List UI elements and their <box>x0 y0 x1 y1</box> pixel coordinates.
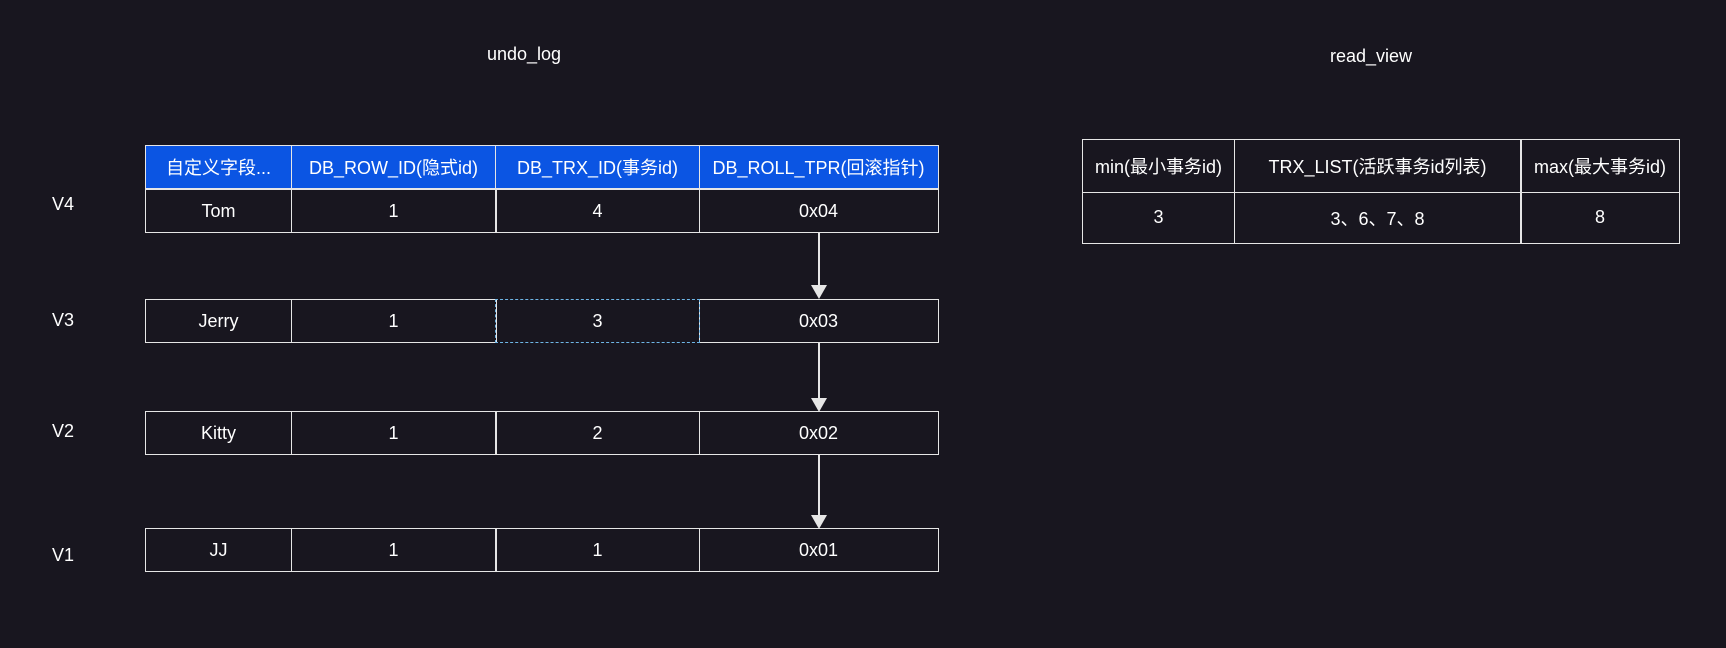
cell-db-roll-tpr[interactable]: 0x03 <box>698 299 939 343</box>
cell-db-trx-id[interactable]: 1 <box>495 528 700 572</box>
cell-db-row-id[interactable]: 1 <box>290 528 497 572</box>
undo-log-header-row[interactable]: 自定义字段... DB_ROW_ID(隐式id) DB_TRX_ID(事务id)… <box>145 145 940 189</box>
undo-log-row-v4[interactable]: Tom 1 4 0x04 <box>145 189 940 233</box>
arrowhead-icon <box>811 285 827 299</box>
cell-db-roll-tpr[interactable]: 0x04 <box>698 189 939 233</box>
read-view-header-min[interactable]: min(最小事务id) <box>1082 139 1235 193</box>
arrowhead-icon <box>811 515 827 529</box>
arrowhead-icon <box>811 398 827 412</box>
read-view-value-min[interactable]: 3 <box>1082 191 1235 244</box>
cell-db-roll-tpr[interactable]: 0x02 <box>698 411 939 455</box>
cell-db-trx-id[interactable]: 4 <box>495 189 700 233</box>
version-label-v2: V2 <box>52 421 75 441</box>
roll-pointer-arrow-v2-v1[interactable] <box>818 455 820 515</box>
version-label-v1: V1 <box>52 545 75 565</box>
header-db-roll-tpr[interactable]: DB_ROLL_TPR(回滚指针) <box>698 145 939 189</box>
version-label-v3: V3 <box>52 310 75 330</box>
read-view-table[interactable]: min(最小事务id) TRX_LIST(活跃事务id列表) max(最大事务i… <box>1082 139 1680 244</box>
cell-custom-field[interactable]: Jerry <box>145 299 292 343</box>
undo-log-title: undo_log <box>486 44 562 64</box>
cell-custom-field[interactable]: Kitty <box>145 411 292 455</box>
header-db-trx-id[interactable]: DB_TRX_ID(事务id) <box>495 145 700 189</box>
read-view-header-trx-list[interactable]: TRX_LIST(活跃事务id列表) <box>1233 139 1522 193</box>
read-view-value-max[interactable]: 8 <box>1520 191 1680 244</box>
version-label-v4: V4 <box>52 194 75 214</box>
cell-db-trx-id[interactable]: 2 <box>495 411 700 455</box>
undo-log-row-v3[interactable]: Jerry 1 3 0x03 <box>145 299 940 343</box>
read-view-header-row: min(最小事务id) TRX_LIST(活跃事务id列表) max(最大事务i… <box>1082 139 1680 193</box>
cell-db-row-id[interactable]: 1 <box>290 299 497 343</box>
cell-custom-field[interactable]: Tom <box>145 189 292 233</box>
roll-pointer-arrow-v4-v3[interactable] <box>818 233 820 285</box>
cell-custom-field[interactable]: JJ <box>145 528 292 572</box>
read-view-header-max[interactable]: max(最大事务id) <box>1520 139 1680 193</box>
read-view-value-row: 3 3、6、7、8 8 <box>1082 191 1680 244</box>
cell-db-row-id[interactable]: 1 <box>290 411 497 455</box>
cell-db-roll-tpr[interactable]: 0x01 <box>698 528 939 572</box>
header-db-row-id[interactable]: DB_ROW_ID(隐式id) <box>290 145 497 189</box>
roll-pointer-arrow-v3-v2[interactable] <box>818 343 820 398</box>
read-view-value-trx-list[interactable]: 3、6、7、8 <box>1233 191 1522 244</box>
cell-db-trx-id-selected[interactable]: 3 <box>495 299 700 343</box>
read-view-title: read_view <box>1329 46 1413 66</box>
undo-log-row-v2[interactable]: Kitty 1 2 0x02 <box>145 411 940 455</box>
undo-log-row-v1[interactable]: JJ 1 1 0x01 <box>145 528 940 572</box>
header-custom-field[interactable]: 自定义字段... <box>145 145 292 189</box>
cell-db-row-id[interactable]: 1 <box>290 189 497 233</box>
